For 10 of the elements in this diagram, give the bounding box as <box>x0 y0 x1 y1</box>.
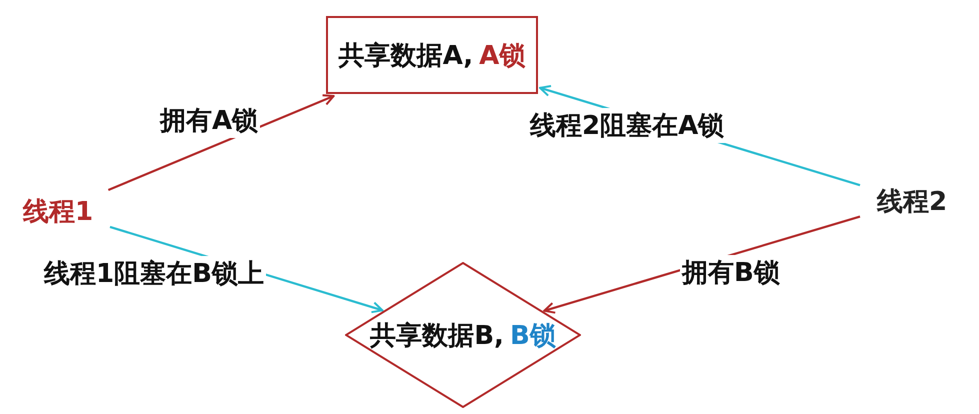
lock-label: B锁 <box>510 320 556 352</box>
data-label: 共享数据B, <box>370 320 504 352</box>
data-label: 共享数据A, <box>338 40 474 72</box>
data-box <box>326 16 538 94</box>
arrow <box>108 94 335 192</box>
lock-label: A锁 <box>479 40 526 72</box>
thread-label: 线程2 <box>862 182 962 220</box>
edge-label: 线程2阻塞在A锁 <box>528 108 726 143</box>
thread-label: 线程1 <box>8 192 108 230</box>
data-diamond <box>345 262 581 408</box>
